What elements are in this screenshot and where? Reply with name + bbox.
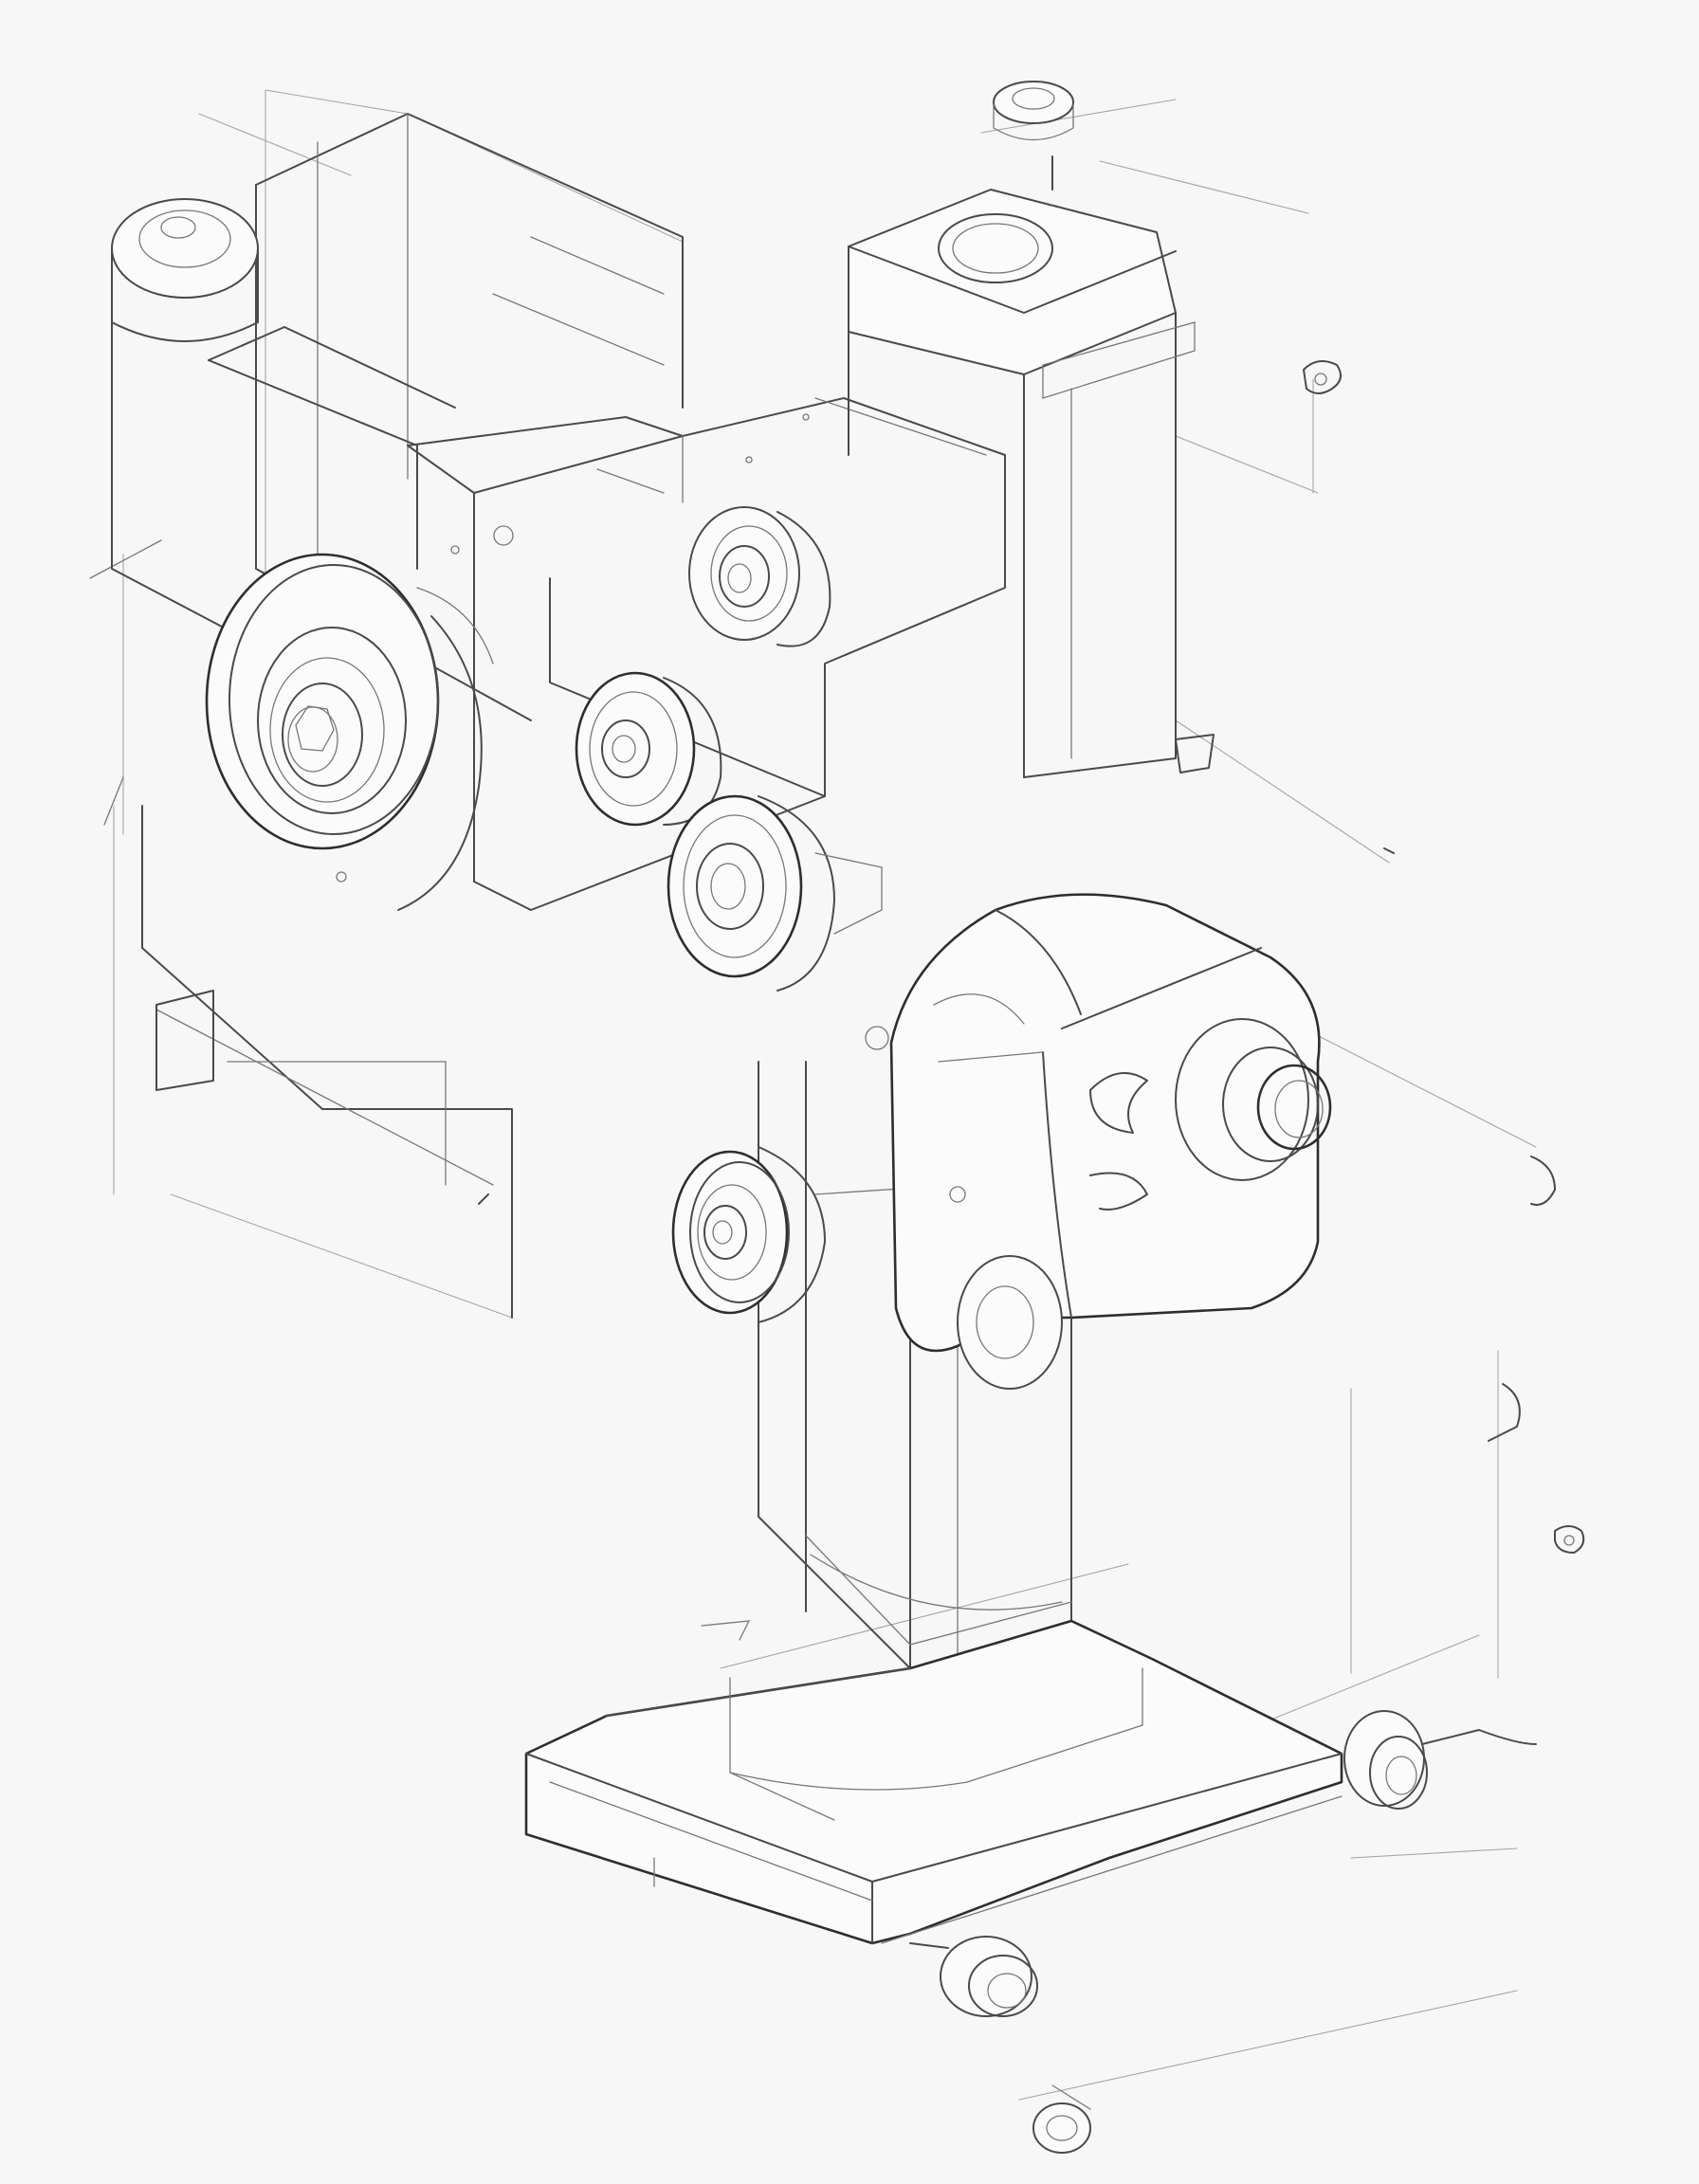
loose-fastener-icon [1530, 1156, 1556, 1206]
small-gear-icon [667, 794, 883, 992]
projection-lines [113, 89, 1537, 2101]
loose-fastener-icon [1488, 1383, 1521, 1442]
caster-wheel-icon [1343, 1710, 1537, 1810]
spindle-head-icon [865, 893, 1332, 1390]
top-cylinder-icon [111, 198, 259, 646]
large-gear-icon [205, 553, 494, 911]
loose-fastener-icon [478, 847, 1395, 1641]
small-gear-icon [688, 506, 831, 647]
loose-fastener-icon [1554, 1525, 1585, 1554]
caster-wheel-icon [909, 1936, 1038, 2017]
small-gear-icon [575, 671, 722, 827]
top-right-housing-icon [848, 81, 1196, 778]
small-gear-icon [671, 1146, 959, 1323]
base-plate-icon [524, 1619, 1343, 1945]
loose-fastener-icon [1175, 734, 1215, 774]
upper-housing-icon [89, 113, 684, 1319]
caster-wheel-icon [1032, 2084, 1091, 2154]
loose-fastener-icon [1303, 360, 1342, 394]
